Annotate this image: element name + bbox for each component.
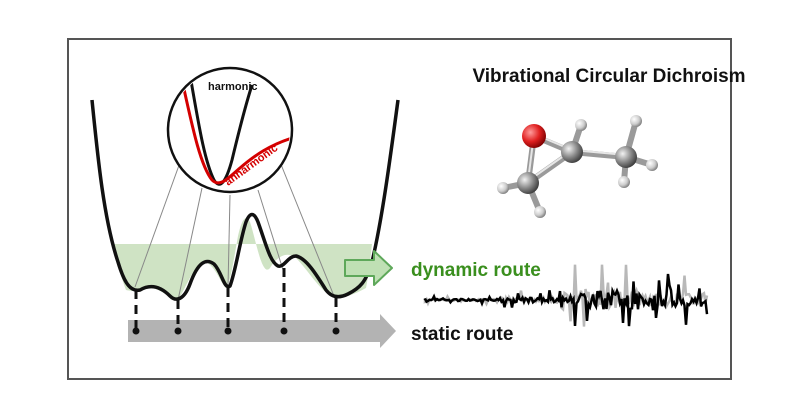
- harmonic-inset: harmonic anharmonic: [166, 66, 294, 194]
- dynamic-route-label: dynamic route: [411, 260, 541, 281]
- figure-title: Vibrational Circular Dichroism: [472, 66, 745, 87]
- carbon-atom: [517, 172, 539, 194]
- minima-points: [132, 327, 340, 335]
- dynamic-route-arrow: [344, 250, 393, 286]
- spectrum-static-trace: [423, 273, 709, 327]
- potential-well-fill: [113, 218, 372, 301]
- hydrogen-atom: [646, 159, 658, 171]
- carbon-atom: [561, 141, 583, 163]
- hydrogen-atom: [534, 206, 546, 218]
- spectrum-static: [423, 273, 709, 327]
- potential-energy-curve: [90, 99, 400, 301]
- carbon-atom: [615, 146, 637, 168]
- molecule-propylene-oxide: [497, 115, 658, 218]
- hydrogen-atom: [575, 119, 587, 131]
- oxygen-atom: [522, 124, 546, 148]
- hydrogen-atom: [630, 115, 642, 127]
- hydrogen-atom: [497, 182, 509, 194]
- hydrogen-atom: [618, 176, 630, 188]
- static-route-arrow: [128, 314, 396, 348]
- anharmonic-curve: [180, 79, 290, 185]
- inset-connector-lines: [134, 156, 335, 301]
- harmonic-label: harmonic: [208, 81, 258, 93]
- minima-drop-lines: [134, 268, 338, 330]
- static-route-label: static route: [411, 324, 513, 345]
